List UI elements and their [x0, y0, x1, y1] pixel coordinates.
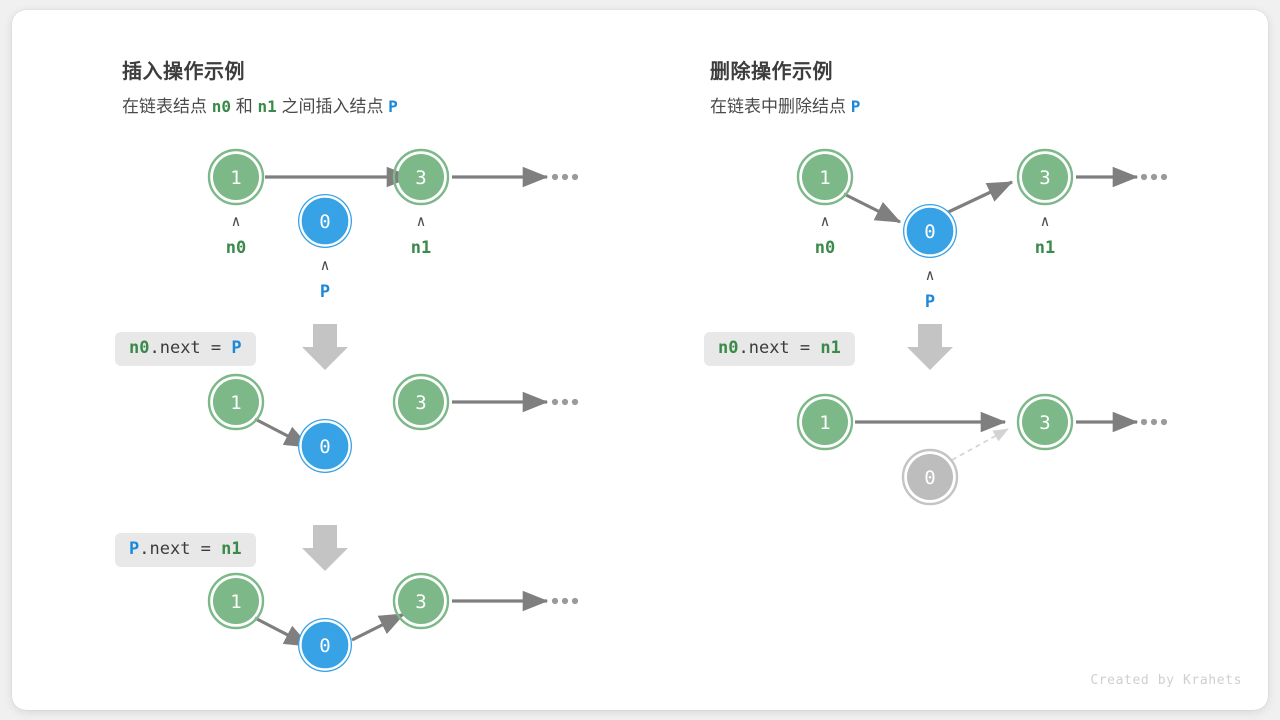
node-gray-0: 0 [901, 448, 959, 506]
arrow-p-to-n1 [941, 180, 1014, 217]
ellipsis-dot [571, 597, 579, 605]
node-green-3: 3 [1016, 393, 1074, 451]
node-blue-0: 0 [298, 618, 352, 672]
caret-icon: ∧ [925, 266, 934, 284]
ellipsis-dot [1150, 173, 1158, 181]
pointer-label-p: P [925, 292, 935, 312]
left-panel-subtitle: 在链表结点 n0 和 n1 之间插入结点 P [122, 92, 398, 117]
right-step1-code: n0.next = n1 [704, 332, 855, 367]
left-step1-tok2: P [231, 338, 242, 358]
node-value: 1 [819, 412, 830, 434]
arrow-1-to-0 [254, 417, 311, 449]
node-green-1: 1 [207, 148, 265, 206]
right-subtitle-p: P [850, 97, 861, 116]
ellipsis-dot [561, 173, 569, 181]
pointer-label-n0: n0 [226, 238, 246, 258]
arrow-0-to-3 [351, 612, 406, 642]
right-down-arrow-1 [907, 324, 953, 370]
node-value: 1 [819, 167, 830, 189]
credit-text: Created by Krahets [1090, 673, 1242, 688]
right-step1-tok2: n1 [820, 338, 841, 358]
left-step2-tok2: n1 [221, 539, 242, 559]
left-row2: 1 3 0 [207, 373, 579, 473]
pointer-label-p: P [320, 282, 330, 302]
node-value: 3 [415, 591, 426, 613]
arrow-dashed-removed [951, 428, 1009, 461]
ellipsis-dot [1140, 418, 1148, 426]
arrow-n0-to-p [843, 192, 902, 224]
left-step2-code: P.next = n1 [115, 533, 256, 568]
node-value: 3 [1039, 167, 1050, 189]
arrow-1-to-0 [254, 616, 311, 648]
node-value: 1 [230, 392, 241, 414]
node-green-1: 1 [207, 572, 265, 630]
left-down-arrow-1 [302, 324, 348, 370]
node-value: 1 [230, 591, 241, 613]
node-value: 1 [230, 167, 241, 189]
node-green-3: 3 [1016, 148, 1074, 206]
ellipsis-dot [561, 597, 569, 605]
ellipsis-dot [551, 173, 559, 181]
right-step1-tok1: .next = [738, 338, 821, 358]
pointer-label-n1: n1 [1035, 238, 1055, 258]
caret-icon: ∧ [231, 212, 240, 230]
node-green-1: 1 [796, 148, 854, 206]
caret-icon: ∧ [416, 212, 425, 230]
node-value: 3 [1039, 412, 1050, 434]
node-green-3: 3 [392, 572, 450, 630]
ellipsis-dot [551, 597, 559, 605]
node-value: 3 [415, 167, 426, 189]
ellipsis-dot [1150, 418, 1158, 426]
left-step1-tok1: .next = [149, 338, 232, 358]
left-subtitle-mid: 和 [231, 97, 258, 116]
right-row1: 1 0 3 ∧ n0 ∧ n1 ∧ P [796, 148, 1168, 312]
ellipsis-dot [551, 398, 559, 406]
node-green-3: 3 [392, 373, 450, 431]
left-down-arrow-2 [302, 525, 348, 571]
left-subtitle-prefix: 在链表结点 [122, 97, 212, 116]
left-subtitle-suffix: 之间插入结点 [276, 97, 389, 116]
left-step1-code: n0.next = P [115, 332, 256, 367]
node-blue-0: 0 [903, 204, 957, 258]
node-green-1: 1 [207, 373, 265, 431]
diagram-card: 插入操作示例 在链表结点 n0 和 n1 之间插入结点 P 删除操作示例 在链表… [12, 10, 1268, 710]
node-blue-0: 0 [298, 419, 352, 473]
left-row3: 1 3 0 [207, 572, 579, 672]
ellipsis-dot [1140, 173, 1148, 181]
node-value: 0 [924, 467, 935, 489]
left-panel-title: 插入操作示例 [122, 61, 245, 83]
node-blue-0: 0 [298, 194, 352, 248]
node-value: 3 [415, 392, 426, 414]
right-subtitle-prefix: 在链表中删除结点 [710, 97, 851, 116]
caret-icon: ∧ [1040, 212, 1049, 230]
right-row2: 1 0 3 [796, 393, 1168, 506]
node-value: 0 [924, 221, 935, 243]
node-green-3: 3 [392, 148, 450, 206]
node-green-1: 1 [796, 393, 854, 451]
right-panel-title: 删除操作示例 [710, 61, 833, 83]
node-value: 0 [319, 436, 330, 458]
pointer-label-n1: n1 [411, 238, 431, 258]
left-row1: 1 0 3 ∧ n0 ∧ n1 ∧ P [207, 148, 579, 302]
caret-icon: ∧ [820, 212, 829, 230]
left-step2-tok0: P [129, 539, 140, 559]
ellipsis-dot [571, 173, 579, 181]
caret-icon: ∧ [320, 256, 329, 274]
left-step1-tok0: n0 [129, 338, 150, 358]
node-value: 0 [319, 211, 330, 233]
left-step2-tok1: .next = [139, 539, 222, 559]
right-step1-tok0: n0 [718, 338, 739, 358]
right-panel-subtitle: 在链表中删除结点 P [710, 92, 860, 117]
ellipsis-dot [561, 398, 569, 406]
left-subtitle-p: P [388, 97, 398, 116]
left-subtitle-n1: n1 [257, 97, 277, 116]
ellipsis-dot [1160, 173, 1168, 181]
pointer-label-n0: n0 [815, 238, 835, 258]
ellipsis-dot [1160, 418, 1168, 426]
left-subtitle-n0: n0 [211, 97, 231, 116]
ellipsis-dot [571, 398, 579, 406]
node-value: 0 [319, 635, 330, 657]
